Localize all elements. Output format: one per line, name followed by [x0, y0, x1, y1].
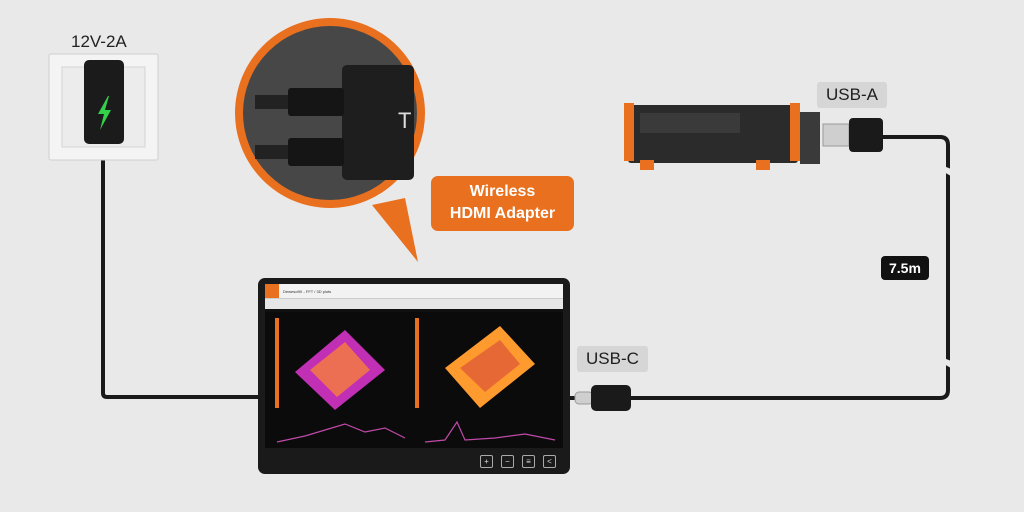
callout-line-1: Wireless: [469, 183, 536, 200]
svg-text:T: T: [398, 108, 411, 133]
app-toolbar: [265, 298, 563, 309]
monitor-screen: DewesoftX - FFT / 3D plots: [265, 284, 563, 448]
back-button[interactable]: <: [543, 455, 556, 468]
power-cable: [101, 150, 262, 399]
charger: [84, 60, 124, 144]
usb-c-plug: [574, 391, 594, 405]
wireless-hdmi-callout: Wireless HDMI Adapter: [431, 176, 574, 231]
monitor-controls: + − ≡ <: [480, 455, 556, 468]
cable-length-badge: 7.5m: [881, 256, 929, 280]
spectrum-right: [424, 420, 556, 443]
charging-bolt-icon: [98, 96, 111, 130]
usb-cable: [640, 135, 950, 400]
spectrum-left: [276, 423, 406, 443]
cable-break-bottom: [928, 358, 970, 370]
app-logo-icon: [265, 284, 279, 298]
brightness-up-button[interactable]: +: [480, 455, 493, 468]
callout-line-2: HDMI Adapter: [449, 205, 556, 222]
power-rating-label: 12V-2A: [71, 32, 127, 51]
brightness-down-button[interactable]: −: [501, 455, 514, 468]
plot-graphics: [275, 318, 556, 443]
app-title: DewesoftX - FFT / 3D plots: [283, 288, 332, 294]
plot-area: [265, 312, 563, 448]
menu-button[interactable]: ≡: [522, 455, 535, 468]
usb-c-label: USB-C: [577, 346, 648, 372]
usb-a-plug: [822, 123, 850, 147]
usb-a-label: USB-A: [817, 82, 887, 108]
app-titlebar: DewesoftX - FFT / 3D plots: [265, 284, 563, 298]
portable-monitor: DewesoftX - FFT / 3D plots + − ≡: [258, 278, 570, 474]
hdmi-adapter: [342, 65, 414, 180]
cable-break-top: [928, 166, 970, 178]
